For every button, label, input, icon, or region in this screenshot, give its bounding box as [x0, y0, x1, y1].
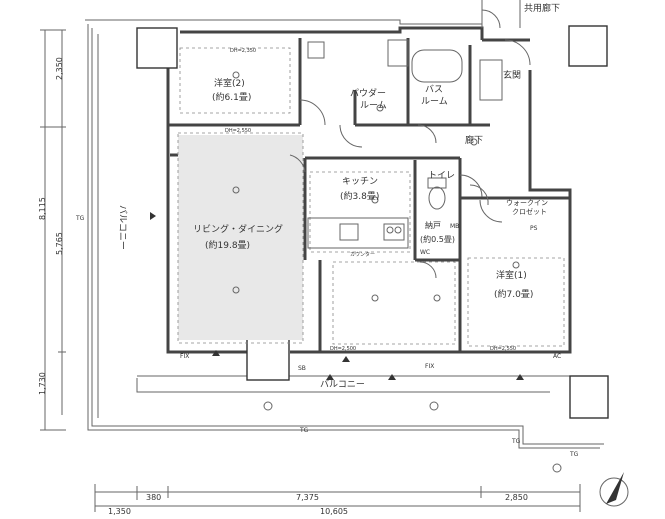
kitchen-counter — [307, 217, 409, 249]
label-sb: SB — [298, 365, 306, 372]
label-bedroom2: 洋室(2) — [214, 77, 245, 89]
small-labels: PS SB AC TG TG TG TG FIX FIX WC MB DH=2,… — [75, 48, 579, 458]
dimension-lines-bottom — [94, 484, 581, 512]
column-top-left — [136, 27, 178, 69]
dim-bottom-1: 7,375 — [296, 493, 319, 502]
label-counter: カウンター — [350, 251, 375, 258]
door-swings — [289, 39, 531, 279]
bath-fixtures — [307, 39, 503, 210]
dim-bottom-2: 2,850 — [505, 493, 528, 502]
label-storage: 納戸 — [425, 220, 441, 230]
label-living-dining: リビング・ダイニング — [193, 223, 283, 235]
label-tg-left: TG — [75, 215, 85, 222]
label-tg-bottom1: TG — [299, 427, 309, 434]
label-kitchen-size: (約3.8畳) — [340, 190, 379, 202]
label-wc: WC — [420, 249, 430, 256]
label-fix1: FIX — [180, 353, 189, 360]
dim-bottom-3: 1,350 — [108, 507, 131, 516]
label-common-corridor: 共用廊下 — [524, 2, 560, 14]
ceiling-lines — [177, 47, 565, 347]
label-entrance: 玄関 — [503, 69, 521, 81]
north-arrow-icon — [599, 472, 629, 507]
column-top-right — [568, 25, 608, 67]
label-dh-kitchen: DH=2,500 — [330, 346, 356, 352]
interior-walls — [168, 38, 570, 352]
exterior-walls — [166, 26, 572, 354]
ceiling-lights — [232, 71, 562, 473]
living-dining-area — [178, 135, 303, 340]
corridor-door-arcs — [481, 0, 521, 29]
label-balcony-left: バルコニー — [117, 205, 128, 250]
label-bedroom2-size: (約6.1畳) — [212, 91, 251, 103]
label-bedroom1-size: (約7.0畳) — [494, 288, 533, 300]
label-ps: PS — [530, 225, 538, 232]
balcony-markers — [150, 212, 524, 380]
dim-left-3: 1,730 — [38, 372, 47, 395]
label-fix2: FIX — [425, 363, 434, 370]
column-bottom-mid — [246, 337, 290, 381]
dim-bottom-4: 10,605 — [320, 507, 348, 516]
column-bottom-right — [569, 375, 609, 419]
label-ac: AC — [553, 353, 561, 360]
label-tg-right: TG — [569, 451, 579, 458]
label-kitchen: キッチン — [342, 176, 378, 187]
label-toilet: トイレ — [428, 171, 455, 181]
room-labels: 共用廊下 玄関 洋室(2) (約6.1畳) パウダールーム バスルーム 廊下 キ… — [117, 2, 560, 390]
label-dh-living: DH=2,550 — [225, 128, 251, 134]
label-bath-room: バスルーム — [421, 84, 448, 107]
balcony-boundary — [85, 19, 604, 449]
dim-left-0: 2,350 — [55, 57, 64, 80]
label-dh-bed2: DH=2,350 — [230, 48, 256, 54]
dimension-texts-left: 2,350 8,115 5,765 1,730 — [38, 57, 64, 395]
dim-left-1: 8,115 — [38, 197, 47, 220]
dimension-lines-left — [40, 29, 66, 431]
label-living-dining-size: (約19.8畳) — [205, 239, 250, 251]
dim-bottom-0: 380 — [146, 493, 161, 502]
dim-left-2: 5,765 — [55, 232, 64, 255]
label-balcony-bottom: バルコニー — [320, 379, 365, 390]
label-mb: MB — [450, 223, 459, 230]
label-powder-room: パウダールーム — [350, 87, 387, 111]
label-dh-bed1: DH=2,550 — [490, 346, 516, 352]
label-hallway: 廊下 — [465, 134, 483, 146]
label-storage-size: (約0.5畳) — [420, 234, 455, 244]
label-bedroom1: 洋室(1) — [496, 269, 527, 281]
label-tg-bottom2: TG — [511, 438, 521, 445]
dimension-texts-bottom: 380 7,375 2,850 1,350 10,605 — [108, 493, 528, 516]
label-walkin-closet: ウォークインクロゼット — [506, 199, 548, 216]
